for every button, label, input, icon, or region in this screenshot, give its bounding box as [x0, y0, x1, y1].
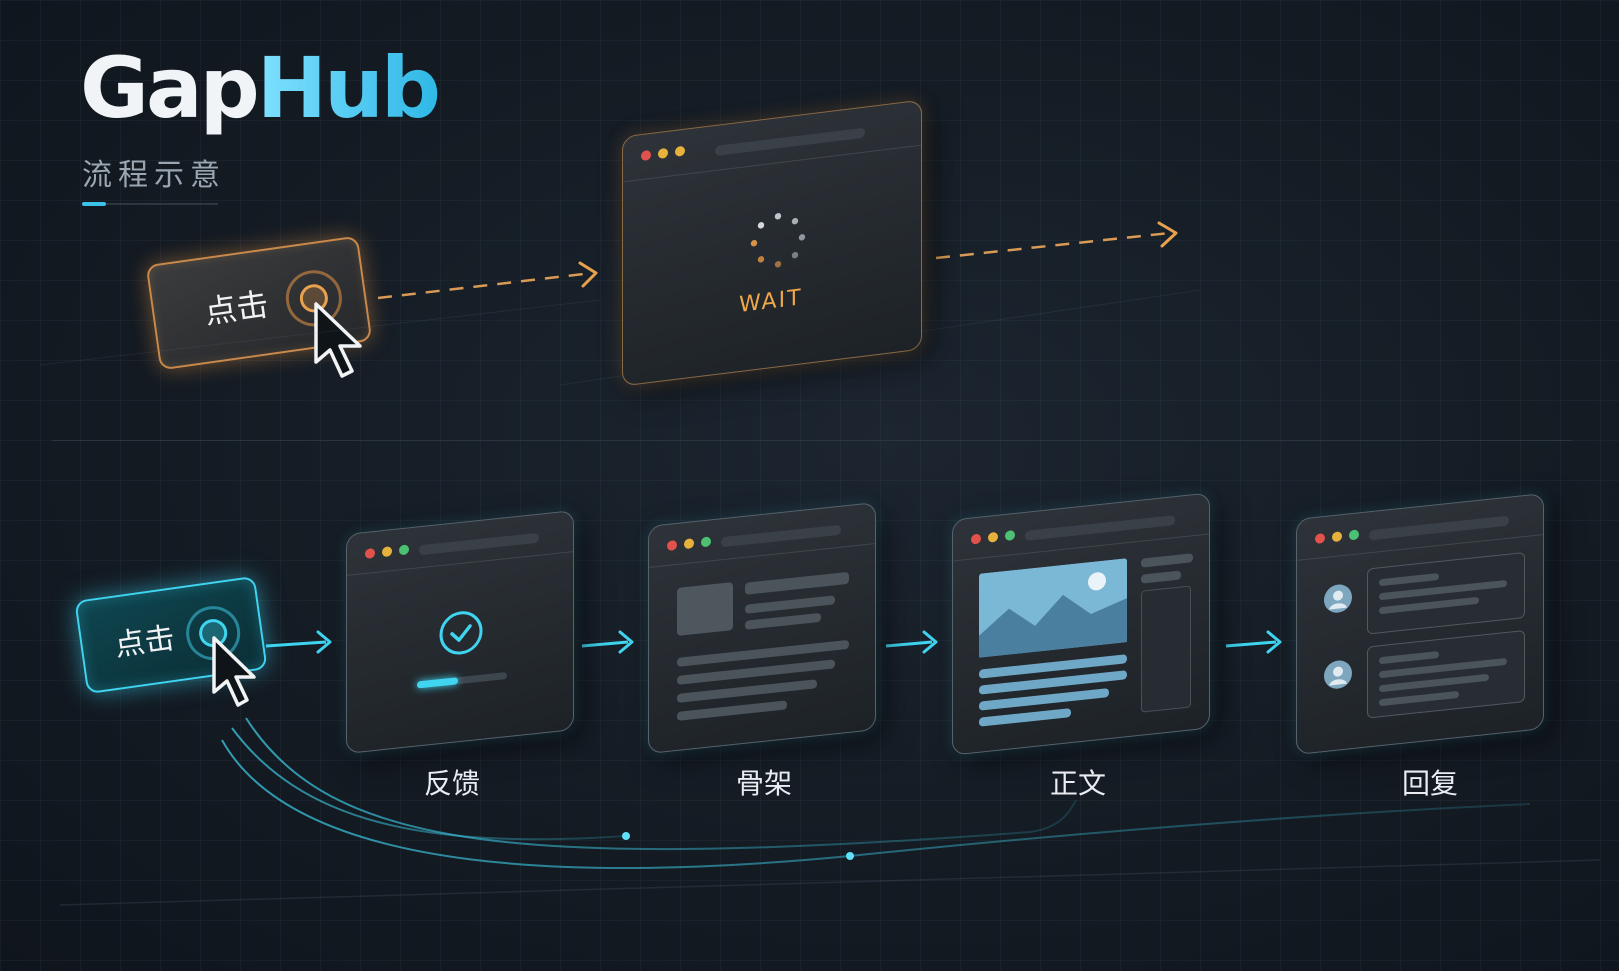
address-bar [419, 532, 539, 556]
image-icon [979, 558, 1127, 658]
subtitle-accent [82, 202, 106, 206]
subtitle-underline [82, 203, 218, 205]
timeline-node [846, 852, 854, 860]
progress-fill [417, 677, 458, 689]
skeleton-image-block [677, 582, 733, 636]
step-label-reply: 回复 [1401, 767, 1458, 800]
brand-part-2: Hub [256, 39, 441, 137]
brand-subtitle: 流程示意 [82, 158, 226, 193]
address-bar [721, 524, 841, 548]
top-cursor-icon [314, 302, 362, 378]
window-controls [1315, 529, 1359, 545]
content-window [952, 492, 1210, 756]
skeleton-window [648, 502, 876, 754]
skeleton-line [677, 679, 817, 703]
sidebar-line [1141, 553, 1193, 568]
timeline-node [622, 832, 630, 840]
skeleton-line [745, 612, 821, 630]
spinner-icon [750, 213, 806, 268]
arrow-right-icon [618, 630, 634, 654]
arrow-right-icon [1266, 630, 1282, 654]
arrow-right-icon [578, 261, 598, 288]
wait-window: WAIT [622, 99, 922, 387]
bottom-click-label: 点击 [112, 620, 177, 664]
brand-part-1: Gap [80, 39, 260, 137]
bottom-cursor-icon [212, 636, 256, 707]
sidebar-line [1141, 570, 1181, 584]
step-label-content: 正文 [1049, 767, 1106, 800]
step-label-feedback: 反馈 [423, 767, 480, 800]
content-sidebar [1141, 585, 1191, 713]
content-line [979, 708, 1071, 727]
arrow-right-icon [922, 630, 938, 654]
reply-window [1296, 492, 1544, 756]
avatar-icon [1324, 660, 1352, 689]
arrow-right-icon [316, 630, 332, 654]
progress-track [417, 672, 507, 689]
arrow-right-icon [1157, 221, 1178, 248]
window-controls [971, 529, 1015, 545]
window-controls [365, 544, 409, 559]
skeleton-line [745, 571, 849, 595]
feedback-window [346, 510, 574, 754]
check-circle-icon [439, 611, 483, 655]
address-bar [1369, 515, 1509, 541]
address-bar [1025, 515, 1175, 541]
skeleton-line [745, 595, 835, 614]
skeleton-line [677, 700, 787, 721]
avatar-icon [1324, 584, 1352, 613]
step-label-skeleton: 骨架 [735, 767, 792, 800]
brand-logo: GapHub [80, 46, 441, 130]
window-controls [667, 536, 711, 551]
section-divider [52, 440, 1572, 441]
